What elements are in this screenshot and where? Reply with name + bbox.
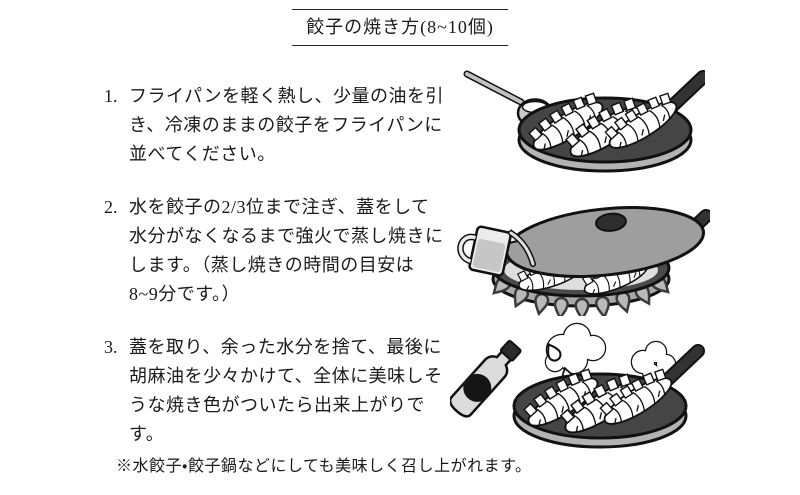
illustration-step-2: [448, 186, 710, 316]
illustration-step-3: [450, 312, 708, 454]
step-2-text: 水を餃子の2/3位まで注ぎ、蓋をして 水分がなくなるまで強火で蒸し焼きに します…: [129, 197, 444, 304]
step-3-text: 蓋を取り、余った水分を捨て、最後に 胡麻油を少々かけて、全体に美味しそ うな焼き…: [129, 337, 443, 444]
step-3-number: 3.: [104, 337, 118, 357]
step-1-number: 1.: [104, 86, 118, 106]
step-1: 1. フライパンを軽く熱し、少量の油を引 き、冷凍のままの餃子をフライパンに 並…: [104, 82, 474, 169]
step-1-text: フライパンを軽く熱し、少量の油を引 き、冷凍のままの餃子をフライパンに 並べてく…: [129, 86, 445, 164]
pan-lid-icon: [504, 206, 706, 278]
page-title: 餃子の焼き方(8~10個): [292, 9, 508, 46]
sesame-oil-bottle-icon: [450, 340, 522, 418]
illustration-step-1: [455, 60, 705, 178]
footnote: ※水餃子・餃子鍋などにしても美味しく召し上がれます。: [116, 458, 532, 475]
step-3: 3. 蓋を取り、余った水分を捨て、最後に 胡麻油を少々かけて、全体に美味しそ う…: [104, 333, 474, 449]
pan-gyoza-oil-illustration: [463, 60, 705, 173]
pan-steam-bottle-illustration: [450, 322, 708, 449]
water-pitcher-icon: [457, 225, 536, 277]
step-2-number: 2.: [104, 197, 118, 217]
pan-lid-water-illustration: [457, 206, 710, 316]
step-2: 2. 水を餃子の2/3位まで注ぎ、蓋をして 水分がなくなるまで強火で蒸し焼きに …: [104, 193, 474, 309]
